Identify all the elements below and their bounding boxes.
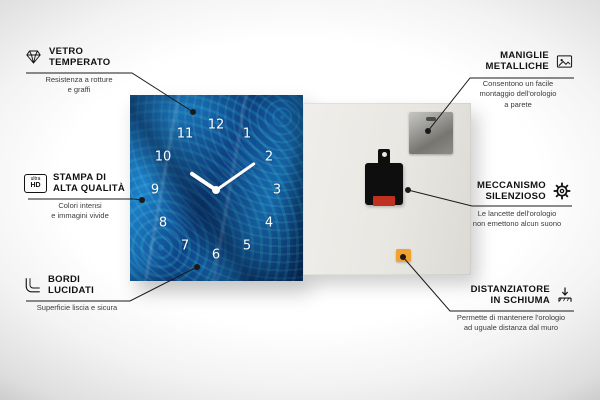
hanger-hook (378, 149, 390, 165)
callout-description: Superficie liscia e sicura (36, 302, 118, 312)
callout-stampa-alta-qualita: ultra HD STAMPA DI ALTA QUALITÀ Colori i… (24, 172, 136, 222)
polished-edge-icon (24, 276, 42, 294)
clock-number: 11 (176, 126, 194, 142)
foam-spacer (396, 249, 411, 262)
clock-number: 7 (180, 238, 190, 254)
callout-title: STAMPA DI ALTA QUALITÀ (53, 172, 126, 195)
battery (373, 196, 395, 206)
callout-title: DISTANZIATORE IN SCHIUMA (470, 284, 550, 307)
clock-number: 9 (150, 182, 160, 198)
picture-frame-icon (555, 53, 574, 70)
callout-distanziatore-schiuma: DISTANZIATORE IN SCHIUMA Permette di man… (448, 284, 574, 334)
clock-number: 4 (264, 215, 274, 231)
clock-number: 6 (211, 247, 221, 263)
callout-description: Resistenza a rotture e graffi (45, 74, 113, 95)
callout-title: MECCANISMO SILENZIOSO (477, 180, 546, 203)
diamond-icon (24, 49, 43, 65)
minute-hand (215, 161, 256, 192)
callout-title: BORDI LUCIDATI (48, 274, 95, 297)
clock-number: 10 (154, 149, 172, 165)
clock-number: 3 (272, 182, 282, 198)
ultra-hd-icon-text: ultra (30, 176, 41, 183)
callout-title: VETRO TEMPERATO (49, 46, 111, 69)
callout-description: Colori intensi e immagini vivide (51, 200, 109, 221)
clock-mechanism (365, 149, 403, 206)
ultra-hd-icon: ultra HD (24, 173, 47, 193)
callout-title: MANIGLIE METALLICHE (485, 50, 549, 73)
callout-maniglie-metalliche: MANIGLIE METALLICHE Consentono un facile… (462, 50, 574, 110)
clock-number: 8 (158, 215, 168, 231)
clock-number: 1 (242, 126, 252, 142)
clock-number: 12 (207, 117, 225, 133)
metal-hanger-plate (409, 112, 453, 154)
clock-number: 2 (264, 149, 274, 165)
callout-description: Permette di mantenere l'orologio ad ugua… (456, 312, 566, 333)
clock-center-cap (212, 186, 220, 194)
clock-back-view (303, 103, 471, 275)
callout-bordi-lucidati: BORDI LUCIDATI Superficie liscia e sicur… (24, 274, 130, 313)
callout-vetro-temperato: VETRO TEMPERATO Resistenza a rotture e g… (24, 46, 134, 96)
callout-meccanismo-silenzioso: MECCANISMO SILENZIOSO (462, 180, 572, 230)
hanger-slot (426, 117, 436, 121)
callout-description: Le lancette dell'orologio non emettono a… (472, 208, 562, 229)
ultra-hd-icon-text: HD (30, 182, 41, 190)
clock-number: 5 (242, 238, 252, 254)
wall-spacer-arrow-icon (556, 286, 574, 304)
callout-description: Consentono un facile montaggio dell'orol… (479, 78, 557, 109)
clock-front-view: 12 1 2 3 4 5 6 7 8 9 10 11 (130, 95, 303, 281)
gear-icon (552, 181, 572, 201)
